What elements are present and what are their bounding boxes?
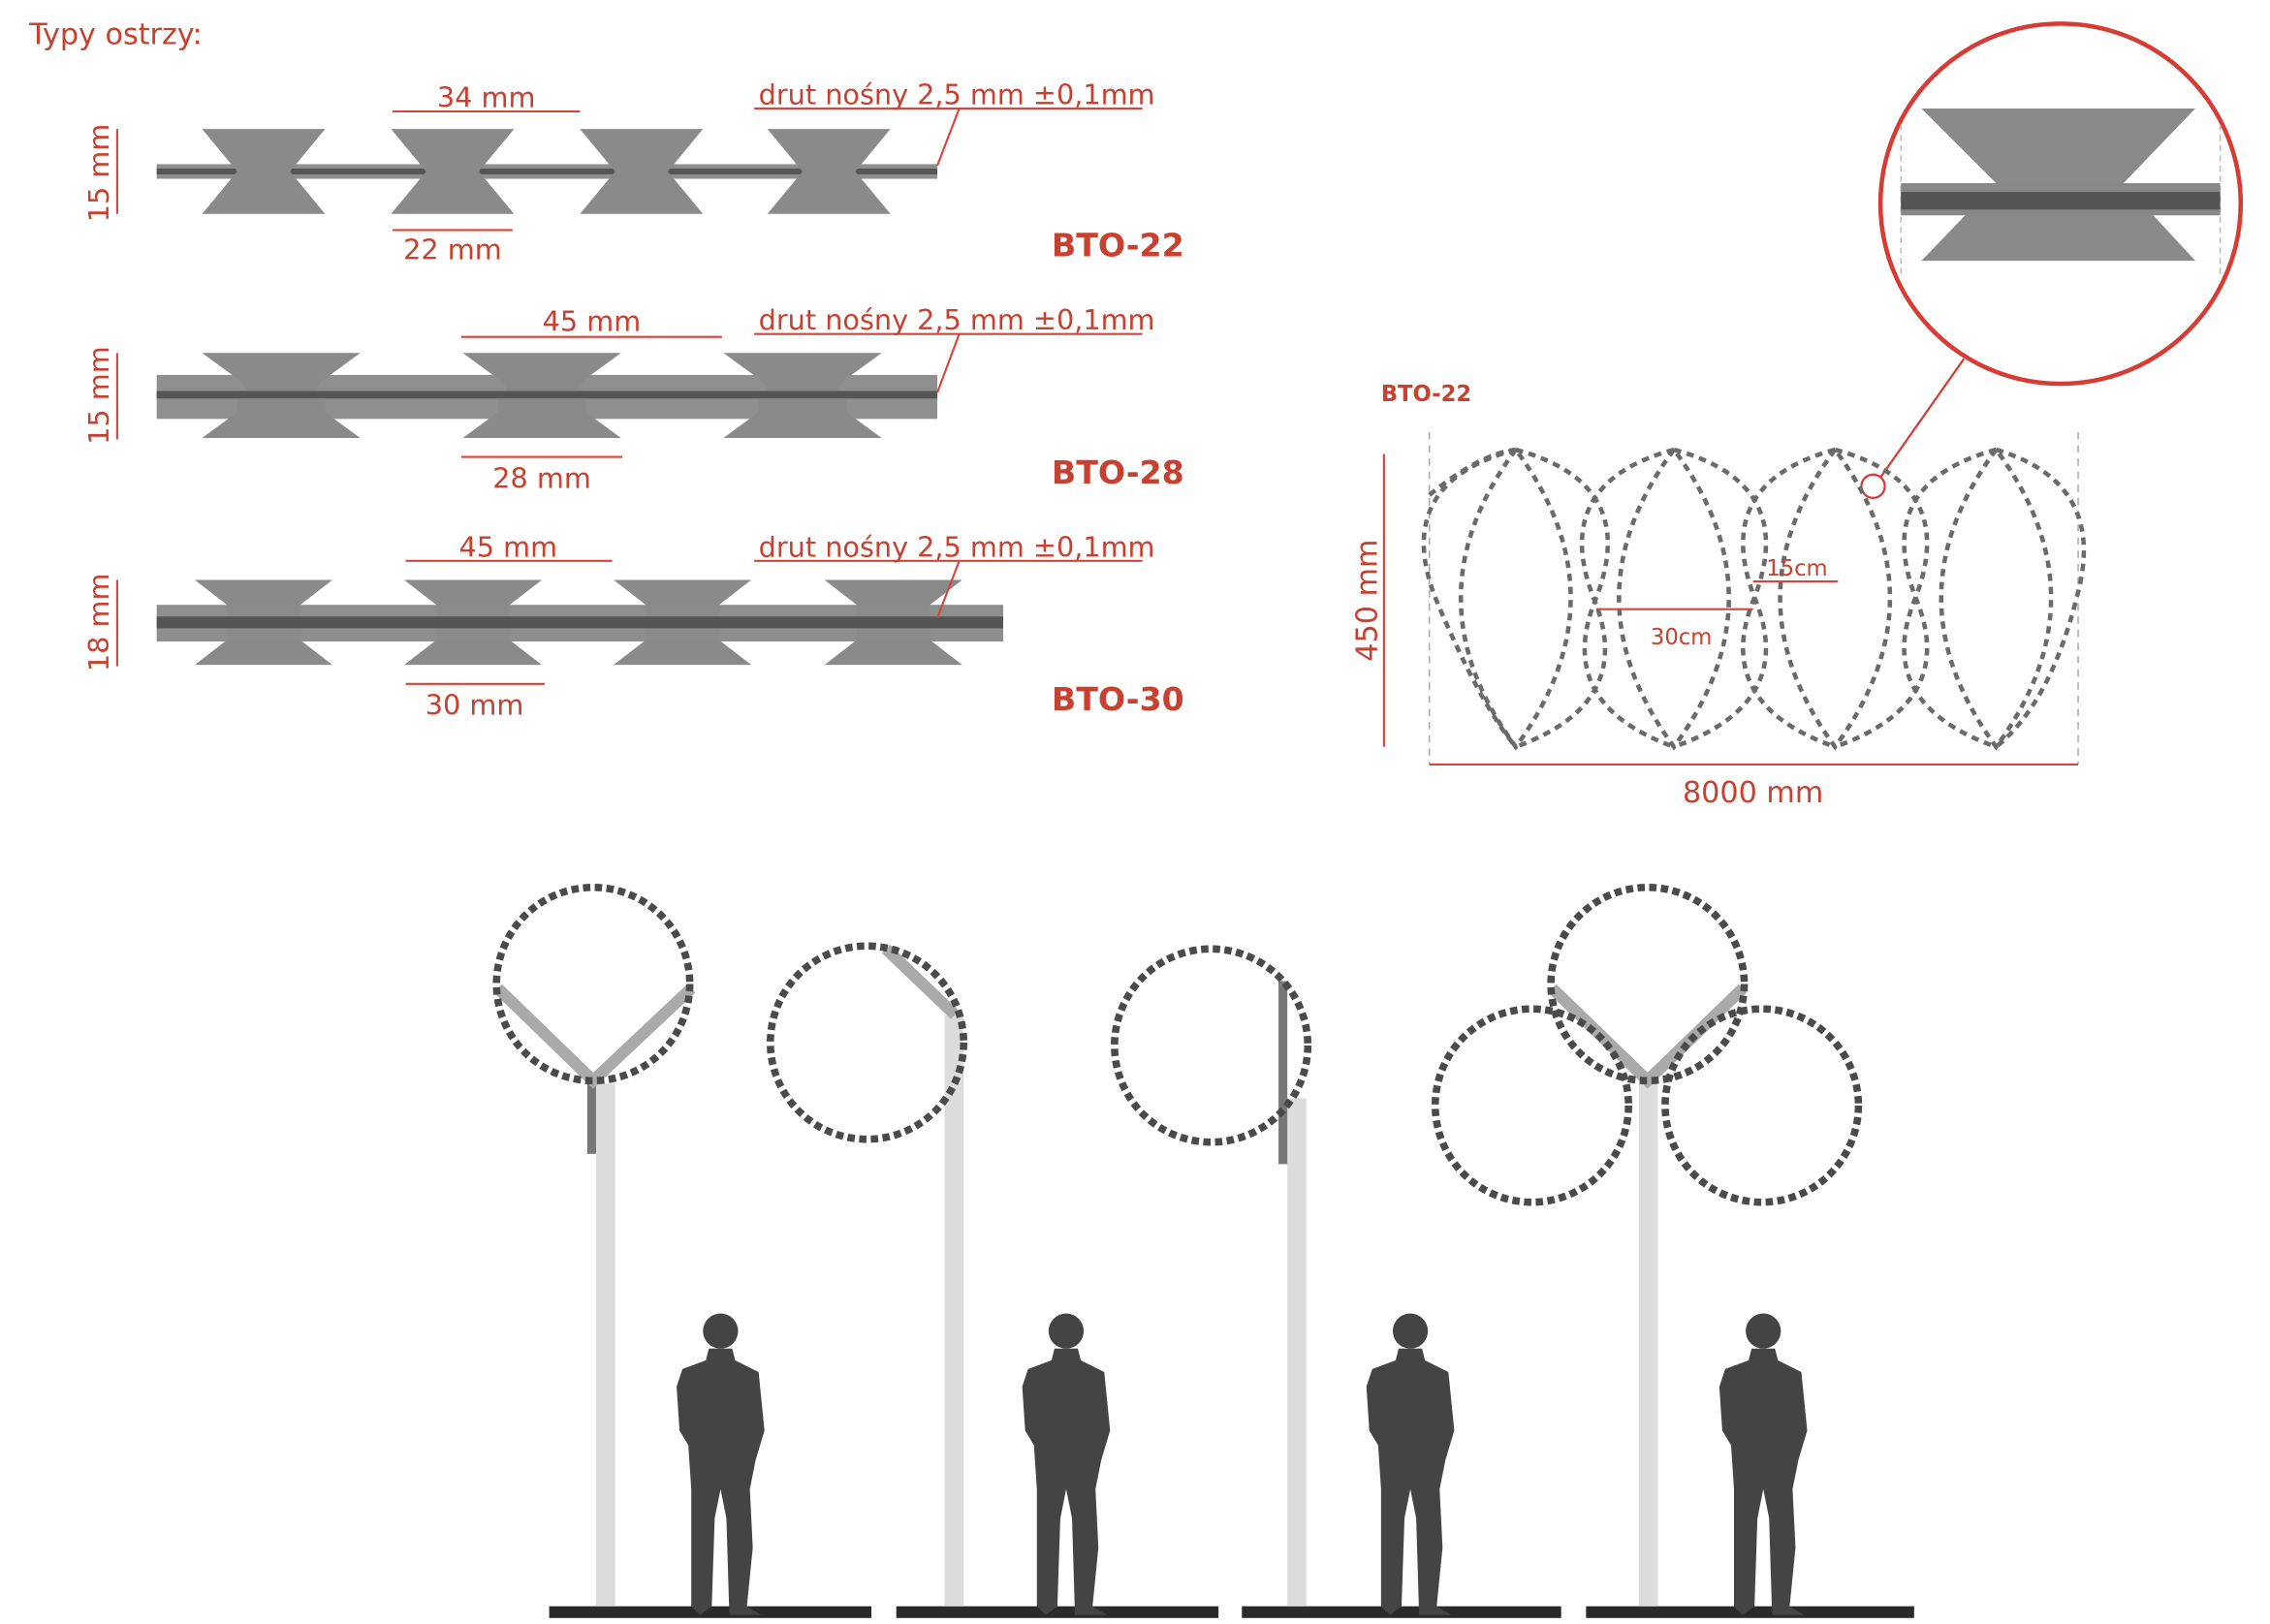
top-dimension: 45 mm bbox=[543, 305, 642, 338]
installation-variant-straight-post bbox=[1111, 945, 1561, 1618]
blade-type-name: BTO-30 bbox=[1052, 680, 1184, 718]
magnified-blade-detail bbox=[1860, 21, 2244, 500]
bottom-dimension: 30 mm bbox=[426, 689, 524, 722]
coil-concertina-diagram: BTO-22 450 mm 8000 mm 30cm 15cm bbox=[1350, 382, 2087, 810]
blade-type-bto-22: 34 mm 22 mm drut nośny 2,5 mm ±0,1mm 15 … bbox=[82, 78, 1184, 265]
spacing-30cm: 30cm bbox=[1651, 625, 1712, 650]
person-silhouette-icon bbox=[677, 1313, 765, 1615]
person-silhouette-icon bbox=[1366, 1313, 1455, 1615]
bottom-dimension: 28 mm bbox=[492, 461, 591, 494]
wire-label: drut nośny 2,5 mm ±0,1mm bbox=[759, 78, 1155, 110]
height-dimension: 15 mm bbox=[82, 346, 115, 445]
height-dimension: 15 mm bbox=[82, 124, 115, 223]
blade-type-bto-28: 45 mm 28 mm drut nośny 2,5 mm ±0,1mm 15 … bbox=[82, 303, 1184, 494]
installation-variant-triple-coil bbox=[1431, 884, 1914, 1618]
height-dimension: 18 mm bbox=[82, 574, 115, 672]
blade-type-bto-30: 45 mm 30 mm drut nośny 2,5 mm ±0,1mm 18 … bbox=[82, 530, 1184, 721]
installation-variant-angled-arm bbox=[766, 942, 1219, 1618]
person-silhouette-icon bbox=[1022, 1313, 1111, 1615]
top-dimension: 34 mm bbox=[437, 80, 536, 113]
blade-type-name: BTO-28 bbox=[1052, 453, 1184, 491]
wire-label: drut nośny 2,5 mm ±0,1mm bbox=[759, 530, 1155, 563]
installation-variant-y-arm bbox=[492, 884, 872, 1618]
top-dimension: 45 mm bbox=[459, 530, 558, 563]
coil-height-dimension: 450 mm bbox=[1350, 540, 1384, 662]
blade-type-name: BTO-22 bbox=[1052, 227, 1184, 265]
section-title: Typy ostrzy: bbox=[28, 17, 202, 51]
spacing-15cm: 15cm bbox=[1766, 556, 1827, 581]
bottom-dimension: 22 mm bbox=[403, 234, 502, 266]
coil-length-dimension: 8000 mm bbox=[1683, 776, 1823, 810]
coil-type-label: BTO-22 bbox=[1381, 382, 1471, 407]
wire-label: drut nośny 2,5 mm ±0,1mm bbox=[759, 303, 1155, 336]
person-silhouette-icon bbox=[1718, 1313, 1808, 1615]
